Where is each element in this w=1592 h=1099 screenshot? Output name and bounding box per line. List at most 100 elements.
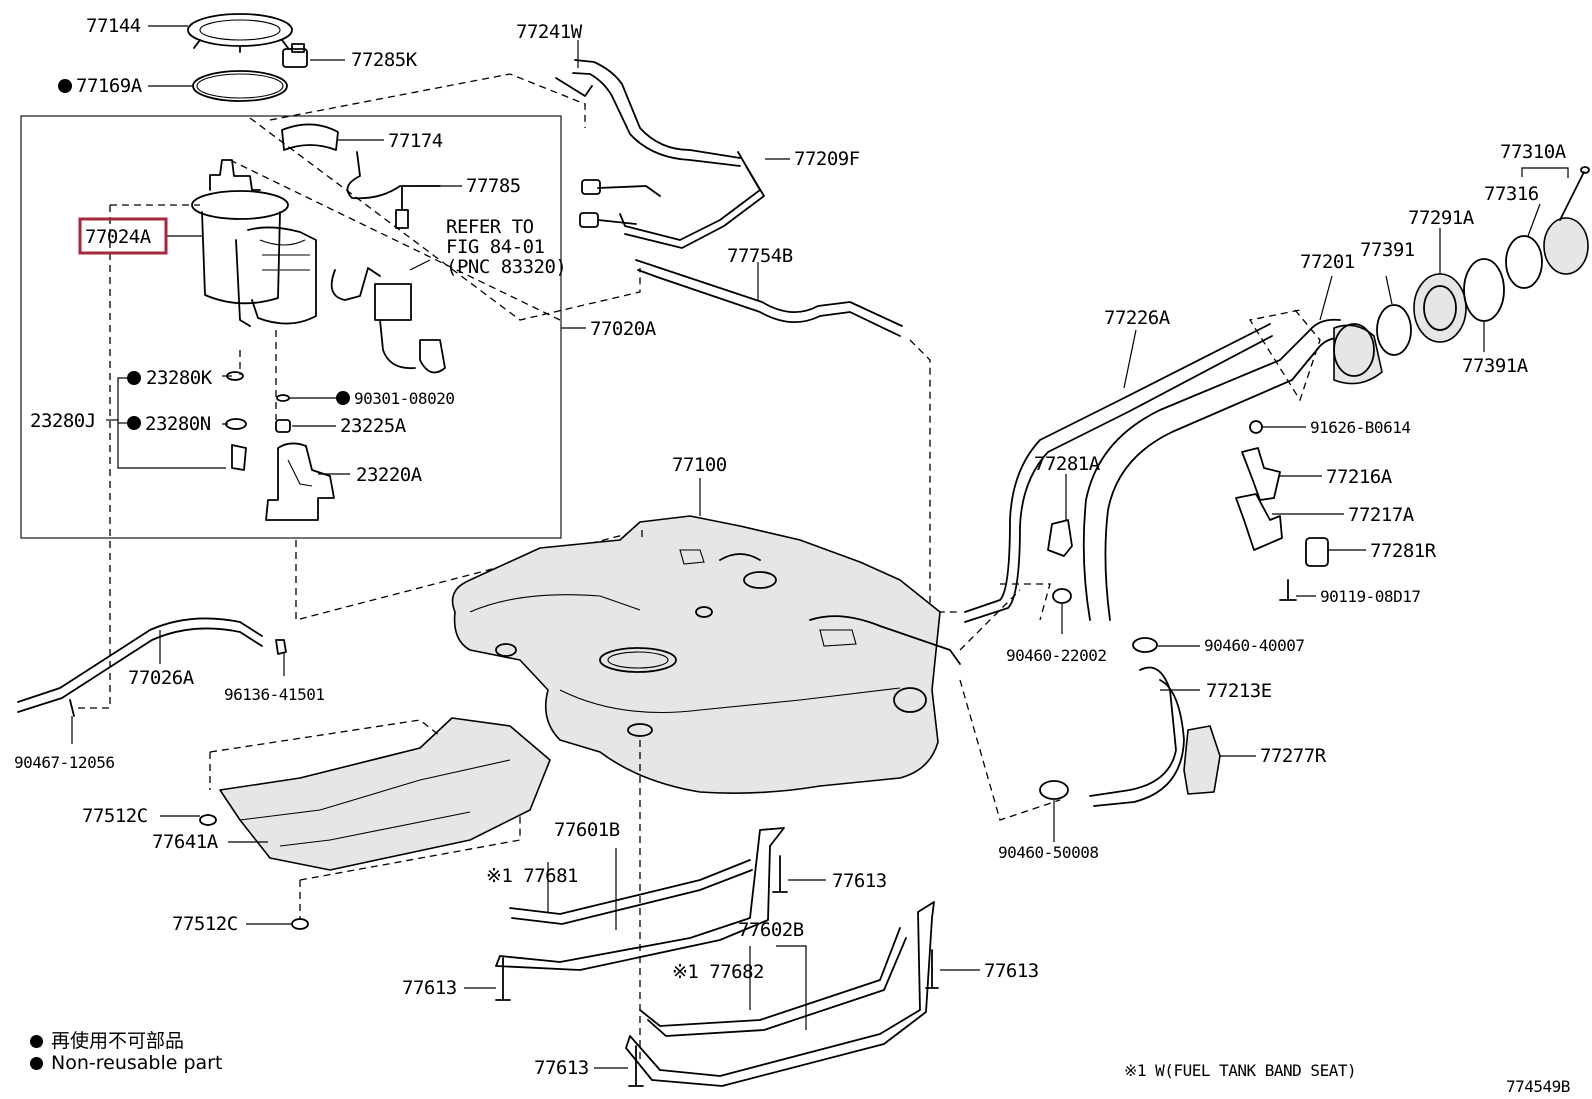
ring-77316[interactable] [1505,235,1543,289]
bracket-77217A[interactable] [1235,493,1283,551]
bolt-77613-b[interactable] [495,957,511,1001]
clip-90460-22002[interactable] [1052,588,1072,604]
bolt-77613-c[interactable] [925,949,939,989]
label-77209F[interactable]: 77209F [794,148,860,170]
label-77785[interactable]: 77785 [466,175,521,197]
label-77281A[interactable]: 77281A [1034,453,1101,475]
label-77681[interactable]: ※1 77681 [486,865,579,887]
label-77754B[interactable]: 77754B [727,245,793,267]
label-refer-fig[interactable]: FIG 84-01 [446,236,545,258]
label-77285K[interactable]: 77285K [351,49,418,71]
label-77512C-bottom[interactable]: 77512C [172,913,238,935]
clip-96136[interactable] [275,639,287,655]
label-23280J[interactable]: 23280J [30,410,96,432]
label-77241W[interactable]: 77241W [516,21,583,43]
fuel-tank-77100[interactable] [451,515,961,794]
clip-90460-40007[interactable] [1132,637,1158,653]
o-ring-90301[interactable] [276,394,290,402]
label-77216A[interactable]: 77216A [1326,466,1393,488]
tube-77209F[interactable] [579,151,765,249]
protector-77277R[interactable] [1183,725,1221,795]
label-77201[interactable]: 77201 [1300,251,1355,273]
hose-77213E[interactable] [1089,666,1185,807]
label-77217A[interactable]: 77217A [1348,504,1415,526]
label-77100[interactable]: 77100 [672,454,727,476]
clip-77512C-a[interactable] [199,814,217,826]
label-77613-a[interactable]: 77613 [832,870,887,892]
label-77169A[interactable]: 77169A [76,75,143,97]
label-90460-50008[interactable]: 90460-50008 [998,843,1099,862]
label-77512C-top[interactable]: 77512C [82,805,148,827]
label-77391A[interactable]: 77391A [1462,355,1529,377]
cushion-23225A[interactable] [275,419,291,433]
cushion-23280N[interactable] [225,418,247,430]
label-77613-c[interactable]: 77613 [984,960,1039,982]
label-77020A[interactable]: 77020A [590,318,657,340]
gasket-77169A[interactable] [192,70,288,102]
label-77291A[interactable]: 77291A [1408,207,1475,229]
sender-gauge[interactable] [330,267,446,374]
label-77226A[interactable]: 77226A [1104,307,1171,329]
wire-harness-77785[interactable] [346,151,441,229]
bolt-91626[interactable] [1249,420,1263,434]
bolt-77613-d[interactable] [628,1045,644,1087]
label-diagram-id: 774549B [1506,1077,1570,1096]
clip-90467[interactable] [69,699,75,717]
label-90467-12056[interactable]: 90467-12056 [14,753,115,772]
clip-77512C-b[interactable] [291,918,309,930]
label-90460-40007[interactable]: 90460-40007 [1204,636,1305,655]
hose-77241W[interactable] [555,59,741,167]
clamp-77281R[interactable] [1305,537,1329,567]
label-77316[interactable]: 77316 [1484,183,1539,205]
label-77601B[interactable]: 77601B [554,819,620,841]
cap-77310A[interactable] [1543,166,1590,275]
label-90119-08D17[interactable]: 90119-08D17 [1320,587,1421,606]
label-77213E[interactable]: 77213E [1206,680,1272,702]
gasket-77391A[interactable] [1463,258,1505,322]
label-23225A[interactable]: 23225A [340,415,407,437]
hose-77026A[interactable] [17,617,263,713]
band-seat-77682[interactable] [639,927,907,1037]
label-77391[interactable]: 77391 [1360,239,1415,261]
label-77144[interactable]: 77144 [86,15,141,37]
label-77026A[interactable]: 77026A [128,667,195,689]
bolt-90119[interactable] [1279,579,1297,601]
label-77277R[interactable]: 77277R [1260,745,1327,767]
ring-77291A[interactable] [1413,273,1467,343]
bolt-77613-a[interactable] [772,855,788,893]
fuel-pump-module-77024A[interactable] [191,159,317,327]
label-77310A[interactable]: 77310A [1500,141,1567,163]
filler-pipe-77201[interactable] [1082,318,1383,621]
connector-77285K[interactable] [282,43,308,68]
breather-tube-77226A[interactable] [964,323,1273,623]
fuel-filter-23220A[interactable] [265,442,335,521]
label-77641A[interactable]: 77641A [152,831,219,853]
filter-23280J-part[interactable] [231,444,247,471]
label-refer-pnc: (PNC 83320) [446,256,566,278]
label-96136-41501[interactable]: 96136-41501 [224,685,325,704]
clamp-77174[interactable] [281,123,339,151]
protector-77641A[interactable] [219,717,551,871]
gasket-77391[interactable] [1376,304,1412,356]
band-77602B[interactable] [625,901,935,1087]
label-90301-08020[interactable]: 90301-08020 [354,389,455,408]
label-77281R[interactable]: 77281R [1370,540,1437,562]
label-23220A[interactable]: 23220A [356,464,423,486]
band-seat-77681[interactable] [509,859,753,925]
label-77174[interactable]: 77174 [388,130,443,152]
label-91626-B0614[interactable]: 91626-B0614 [1310,418,1411,437]
clip-90460-50008[interactable] [1039,780,1069,800]
clamp-77281A[interactable] [1047,519,1073,557]
label-23280K[interactable]: 23280K [146,367,213,389]
label-77613-d[interactable]: 77613 [534,1057,589,1079]
label-77613-b[interactable]: 77613 [402,977,457,999]
lock-ring-77144[interactable] [187,13,293,53]
band-77601B[interactable] [495,827,785,971]
label-77024A[interactable]: 77024A [85,226,152,248]
bracket-77216A[interactable] [1241,447,1281,501]
label-77602B[interactable]: 77602B [738,919,804,941]
label-23280N[interactable]: 23280N [145,413,211,435]
label-90460-22002[interactable]: 90460-22002 [1006,646,1107,665]
vent-hose-77754B[interactable] [635,259,903,337]
label-77682[interactable]: ※1 77682 [672,961,765,983]
